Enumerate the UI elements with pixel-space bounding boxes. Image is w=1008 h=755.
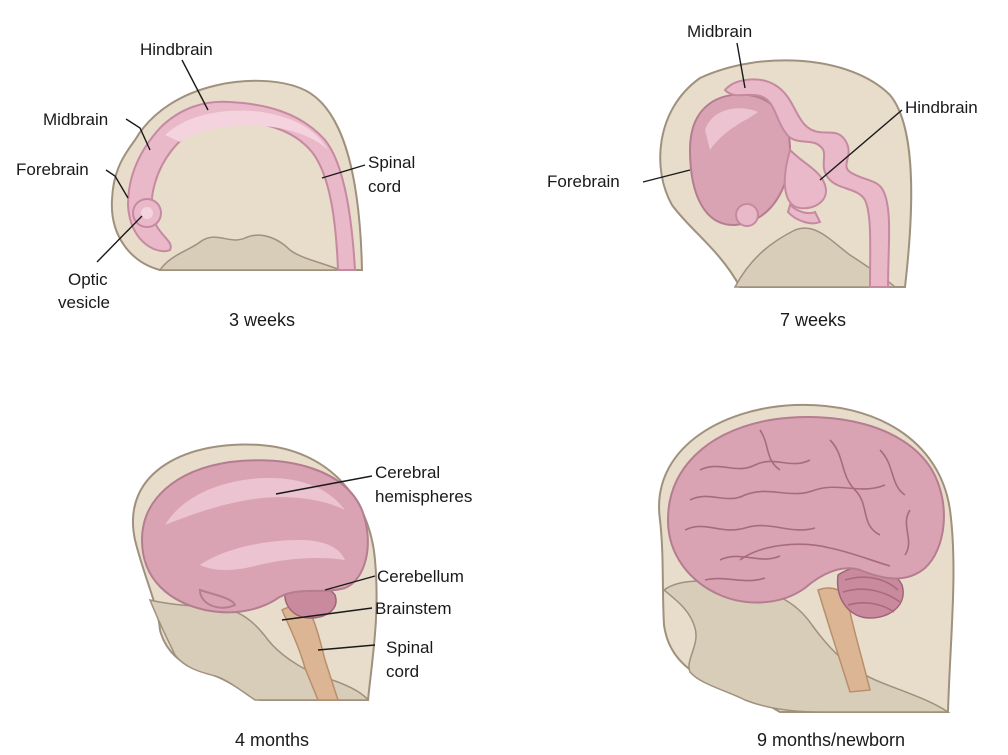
fetus-4-months-illustration: [132, 443, 378, 701]
midbrain-leader: [125, 118, 151, 151]
label-optic-line2: vesicle: [58, 293, 110, 312]
label-hindbrain-7w: Hindbrain: [905, 98, 978, 117]
newborn-illustration: [658, 403, 955, 713]
label-forebrain-7w: Forebrain: [547, 172, 620, 191]
label-forebrain: Forebrain: [16, 160, 89, 179]
caption-4-months: 4 months: [235, 730, 309, 750]
forebrain-leader-7w: [642, 169, 691, 183]
panel-3-weeks: Hindbrain Midbrain Forebrain Spinal cord…: [16, 40, 415, 330]
spinal-cord-leader: [321, 164, 366, 179]
embryo-7-weeks-illustration: [659, 59, 913, 288]
hindbrain-leader: [181, 59, 209, 111]
panel-7-weeks: Midbrain Hindbrain Forebrain 7 weeks: [547, 22, 978, 330]
optic-vesicle-leader: [96, 215, 143, 263]
panel-4-months: Cerebral hemispheres Cerebellum Brainste…: [132, 443, 472, 750]
forebrain-leader: [105, 169, 129, 199]
label-spinal-line1: Spinal: [368, 153, 415, 172]
embryo-3-weeks-illustration: [110, 79, 364, 271]
label-spinal-4m-line1: Spinal: [386, 638, 433, 657]
label-midbrain: Midbrain: [43, 110, 108, 129]
label-spinal-4m-line2: cord: [386, 662, 419, 681]
spinal-cord-leader-4m: [317, 644, 376, 651]
label-cerebral-line1: Cerebral: [375, 463, 440, 482]
label-spinal-line2: cord: [368, 177, 401, 196]
midbrain-leader-7w: [736, 42, 746, 89]
hindbrain-leader-7w: [819, 109, 903, 181]
label-cerebellum: Cerebellum: [377, 567, 464, 586]
caption-7-weeks: 7 weeks: [780, 310, 846, 330]
brainstem-leader: [281, 607, 373, 621]
caption-3-weeks: 3 weeks: [229, 310, 295, 330]
caption-9-months-newborn: 9 months/newborn: [757, 730, 905, 750]
label-optic-line1: Optic: [68, 270, 108, 289]
cerebral-hemispheres-leader: [275, 475, 373, 495]
label-cerebral-line2: hemispheres: [375, 487, 472, 506]
label-midbrain-7w: Midbrain: [687, 22, 752, 41]
label-hindbrain: Hindbrain: [140, 40, 213, 59]
cerebellum-leader: [324, 575, 376, 591]
label-brainstem: Brainstem: [375, 599, 452, 618]
panel-9-months-newborn: 9 months/newborn: [658, 403, 955, 750]
